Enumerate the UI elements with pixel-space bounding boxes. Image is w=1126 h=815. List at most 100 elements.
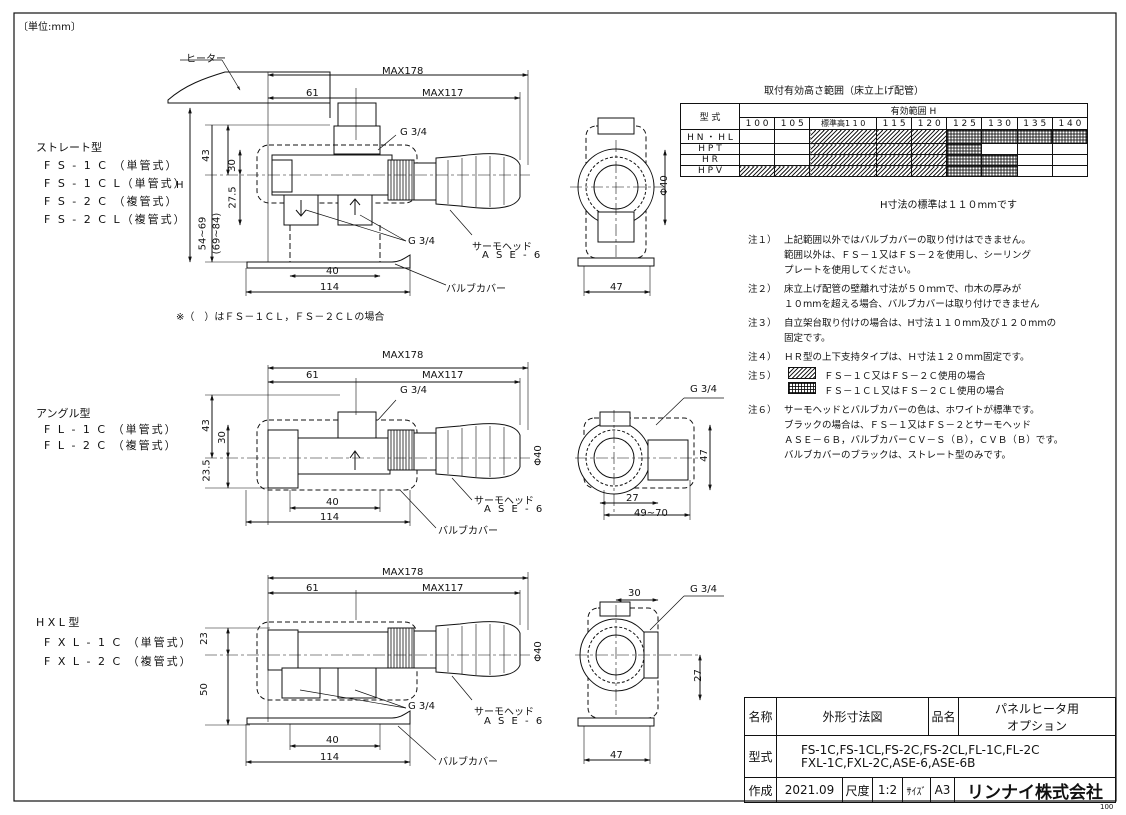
angle-dim-g34-side: G 3/4 [690,384,718,395]
title-model-label: 型式 [745,736,777,778]
angle-dim-phi40: Φ40 [532,445,544,466]
note-text: 固定です。 [784,333,831,344]
title-size-value: A3 [931,778,955,802]
angle-thermo-label: サーモヘッド [474,496,534,507]
hxl-dim-g34-side: G 3/4 [690,584,718,595]
hxl-front-view [575,595,724,764]
range-cell [911,129,948,144]
page-number: 100 [1100,803,1114,811]
range-cell [981,143,1018,155]
angle-group-label: アングル型 [36,407,91,420]
note-line: １０mmを超える場合、バルブカバーは取り付けできません [748,296,1039,310]
straight-dim-54-69: 54~69 [197,216,209,251]
range-cell [1016,129,1053,144]
note-line: ブラックの場合は、ＦＳ－１又はＦＳ－２とサーモヘッド [748,417,1031,431]
note-line: 注６）サーモヘッドとバルブカバーの色は、ホワイトが標準です。 [748,402,1040,416]
hxl-dim-61: 61 [306,583,319,594]
range-col-130: 1 3 0 [981,117,1018,130]
sheet-border [13,12,1117,802]
angle-front-view [575,397,724,520]
angle-dim-40: 40 [326,497,339,508]
angle-dim-114: 114 [320,512,340,523]
hxl-dim-max117: MAX117 [422,583,464,594]
straight-footnote: ※（ ）はＦＳ－１ＣＬ，ＦＳ－２ＣＬの場合 [176,312,385,323]
range-cell [1051,129,1089,144]
title-model-value-1: FS-1C,FS-1CL,FS-2C,FS-2CL,FL-1C,FL-2C [801,742,1040,757]
angle-dim-61: 61 [306,370,319,381]
note-number: 注１） [748,235,777,246]
straight-dim-40: 40 [326,266,339,277]
range-row: H P V [680,165,1089,177]
range-cell [1016,143,1053,155]
range-cell [911,143,948,155]
straight-dim-phi40: Φ40 [658,175,670,196]
straight-thermo-label: サーモヘッド [472,242,532,253]
range-cell [876,143,913,155]
range-cell [1051,154,1089,166]
range-header: 有効範囲 H [739,103,1088,118]
range-cell [809,129,878,144]
range-row: H N ・ H L [680,129,1089,144]
note-text: プレートを使用してください。 [784,265,917,276]
range-cell [809,154,878,166]
range-cell [946,165,983,177]
note-text: ＦＳ－１ＣＬ又はＦＳ－２ＣＬ使用の場合 [824,386,1005,397]
angle-side-view [205,362,530,529]
note-text: バルブカバーのブラックは、ストレート型のみです。 [784,450,1012,461]
angle-dim-27: 27 [626,493,639,504]
note-text: 床立上げ配管の壁離れ寸法が５０ｍｍで、巾木の厚みが [784,284,1022,295]
range-cell [1016,165,1053,177]
range-cell [981,154,1018,166]
angle-cover-label: バルブカバー [438,526,498,537]
straight-dim-g34-top: G 3/4 [400,127,428,138]
range-cell [738,154,776,166]
note-line: 固定です。 [748,330,831,344]
hxl-side-view [205,572,530,766]
hxl-dim-27: 27 [692,669,704,682]
legend-fs1c-swatch [788,367,816,379]
range-type-header: 型 式 [680,103,740,130]
range-cell [876,129,913,144]
note-text: １０mmを超える場合、バルブカバーは取り付けできません [784,299,1040,310]
range-col-135: 1 3 5 [1016,117,1053,130]
range-col-120: 1 2 0 [911,117,948,130]
note-line: 注３）自立架台取り付けの場合は、H寸法１１０mm及び１２０mmの [748,315,1056,329]
straight-dim-47: 47 [610,282,623,293]
range-row-name: H N ・ H L [680,129,740,144]
hxl-thermo-model: A S E - 6 [484,716,545,727]
hxl-dim-47: 47 [610,750,623,761]
title-model-value-2: FXL-1C,FXL-2C,ASE-6,ASE-6B [801,755,976,770]
title-created-label: 作成 [745,778,777,802]
angle-model-2: F L - 2 C （複管式） [44,439,178,452]
range-col-140: 1 4 0 [1051,117,1089,130]
title-scale-label: 尺度 [843,778,873,802]
range-table: 型 式 有効範囲 H 1 0 0 1 0 5 標準高1 1 0 1 1 5 1 … [680,103,1089,177]
range-cell [1051,165,1089,177]
straight-model-2: F S - 1 C L（単管式） [44,177,187,190]
range-cell [946,143,983,155]
range-col-100: 1 0 0 [738,117,776,130]
note-text: ＦＳ－１Ｃ又はＦＳ－２Ｃ使用の場合 [824,371,986,382]
range-cell [1016,154,1053,166]
straight-dim-max178: MAX178 [382,66,424,77]
range-standard-note: H寸法の標準は１１０mmです [880,200,1018,211]
hxl-thermo-label: サーモヘッド [474,707,534,718]
heater-label: ヒーター [186,54,226,65]
range-col-105: 1 0 5 [774,117,811,130]
straight-side-view [167,59,530,296]
angle-dim-23-5: 23.5 [201,459,213,482]
hxl-dim-30: 30 [628,588,641,599]
title-name-value: 外形寸法図 [777,698,929,736]
note-text: 自立架台取り付けの場合は、H寸法１１０mm及び１２０mmの [784,318,1057,329]
legend-fs1cl-swatch [788,382,816,394]
unit-note: 〔単位:mm〕 [18,22,81,33]
straight-dim-30: 30 [226,159,238,172]
note-line: プレートを使用してください。 [748,262,916,276]
title-block: 名称 外形寸法図 品名 パネルヒータ用 オプション 型式 FS-1C,FS-1C… [744,697,1116,803]
title-company: リンナイ株式会社 [967,782,1103,803]
range-cell [774,143,811,155]
straight-dim-g34-bottom: G 3/4 [408,236,436,247]
title-model-value: FS-1C,FS-1CL,FS-2C,FS-2CL,FL-1C,FL-2C FX… [777,736,1115,778]
straight-dim-27-5: 27.5 [227,186,239,209]
note-text: ＨＲ型の上下支持タイプは、Ｈ寸法１２０mm固定です。 [784,352,1030,363]
